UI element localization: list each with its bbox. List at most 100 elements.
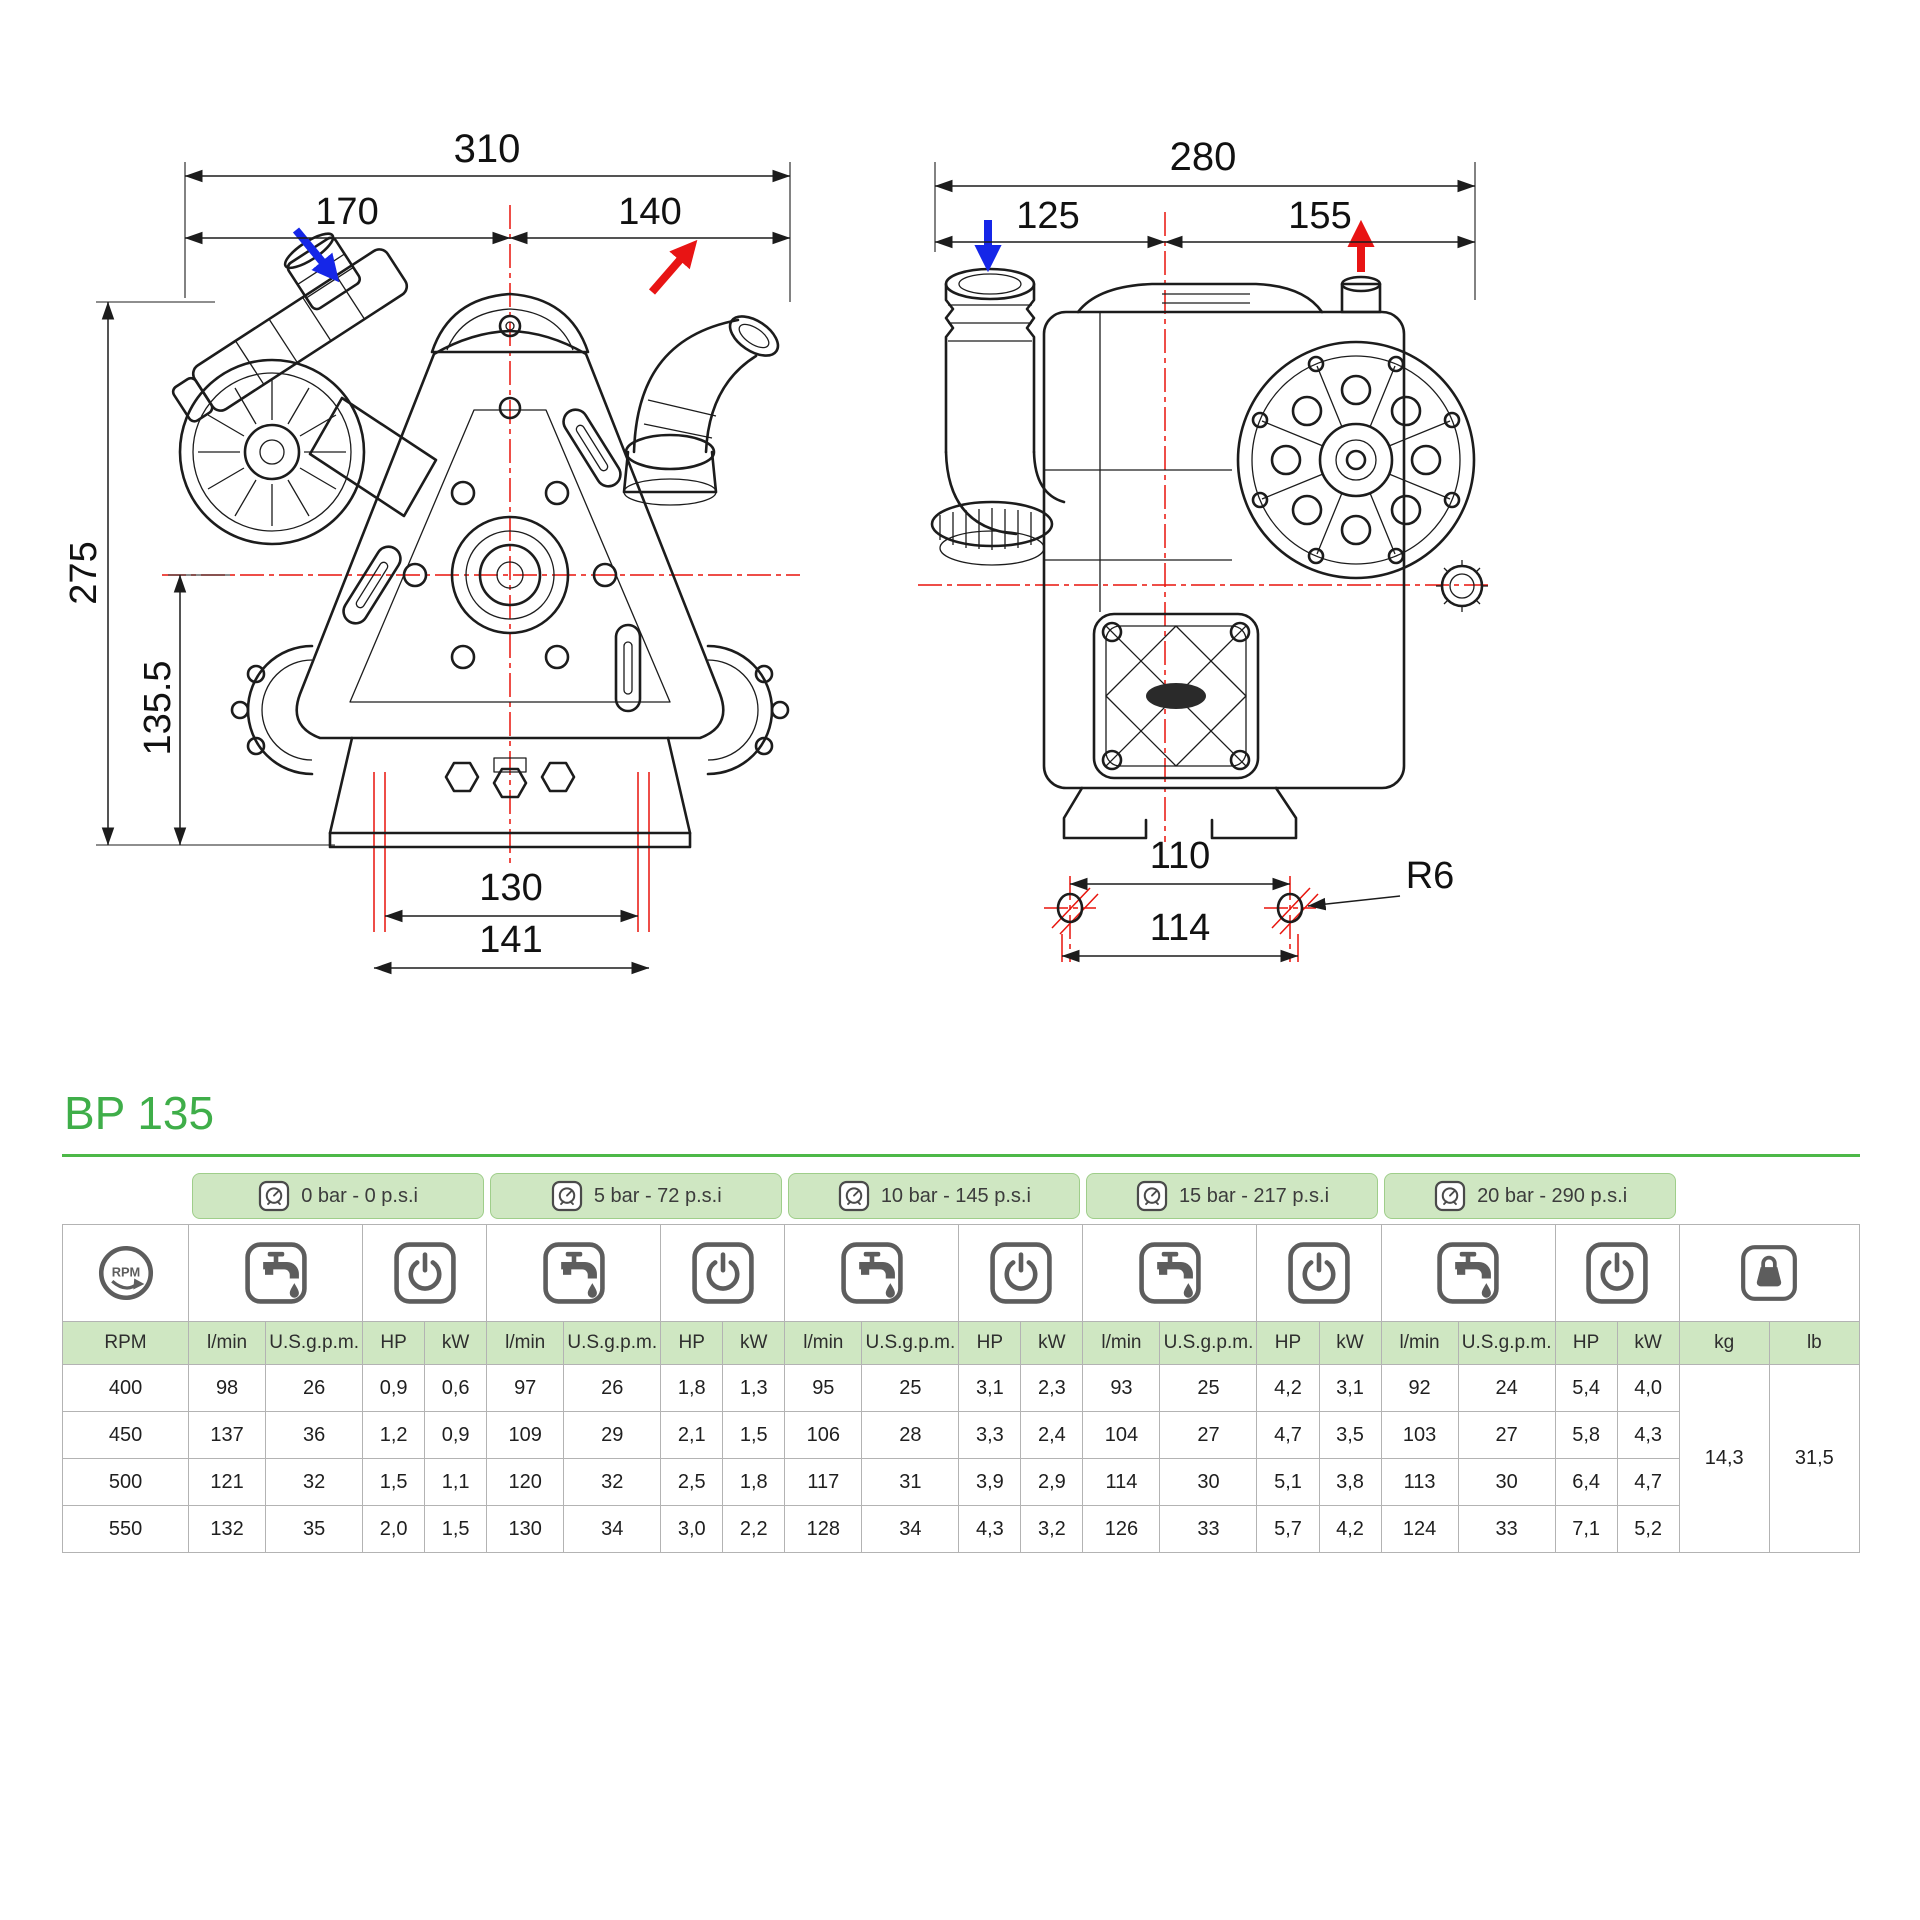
value-cell: 4,3 xyxy=(958,1505,1022,1553)
value-cell: 103 xyxy=(1380,1411,1459,1459)
value-cell: 27 xyxy=(1159,1411,1258,1459)
value-cell: 30 xyxy=(1159,1458,1258,1506)
title-underline xyxy=(62,1154,1860,1157)
value-cell: 24 xyxy=(1457,1364,1556,1412)
dim-side-width-left: 125 xyxy=(1016,195,1079,237)
pressure-header-spacer xyxy=(62,1173,189,1225)
units-header-row: RPM l/min U.S.g.p.m. HP kW l/min U.S.g.p… xyxy=(61,1321,1861,1365)
flow-rate-icon xyxy=(1137,1240,1203,1306)
value-cell: 25 xyxy=(861,1364,960,1412)
dim-front-width-left: 170 xyxy=(315,191,378,233)
value-cell: 1,8 xyxy=(660,1364,724,1412)
col-header-gpm: U.S.g.p.m. xyxy=(1457,1321,1556,1365)
value-cell: 117 xyxy=(784,1458,863,1506)
value-cell: 5,4 xyxy=(1554,1364,1618,1412)
page-title: BP 135 xyxy=(64,1087,215,1139)
pressure-group-4: 20 bar - 290 p.s.i xyxy=(1384,1173,1677,1219)
weight-kg-value: 14,3 xyxy=(1678,1364,1770,1553)
brand-plate xyxy=(1146,683,1206,709)
col-header-kg: kg xyxy=(1678,1321,1770,1365)
col-header-hp: HP xyxy=(1554,1321,1618,1365)
pressure-group-label: 20 bar - 290 p.s.i xyxy=(1477,1184,1628,1207)
weight-lb-value: 31,5 xyxy=(1768,1364,1861,1553)
value-cell: 113 xyxy=(1380,1458,1459,1506)
value-cell: 130 xyxy=(486,1505,565,1553)
pressure-gauge-icon xyxy=(257,1179,291,1213)
value-cell: 3,3 xyxy=(958,1411,1022,1459)
value-cell: 34 xyxy=(861,1505,960,1553)
col-header-lb: lb xyxy=(1768,1321,1861,1365)
side-centerlines xyxy=(918,212,1492,962)
col-header-lmin: l/min xyxy=(486,1321,565,1365)
col-header-hp: HP xyxy=(362,1321,426,1365)
value-cell: 32 xyxy=(563,1458,662,1506)
value-cell: 33 xyxy=(1457,1505,1556,1553)
value-cell: 27 xyxy=(1457,1411,1556,1459)
col-header-hp: HP xyxy=(660,1321,724,1365)
pressure-group-label: 5 bar - 72 p.s.i xyxy=(593,1184,722,1207)
value-cell: 1,2 xyxy=(362,1411,426,1459)
value-cell: 93 xyxy=(1082,1364,1161,1412)
rpm-icon xyxy=(93,1240,159,1306)
front-dimensions: 310 170 140 275 135.5 130 141 xyxy=(63,127,791,975)
value-cell: 3,2 xyxy=(1020,1505,1084,1553)
pressure-group-label: 15 bar - 217 p.s.i xyxy=(1178,1184,1330,1207)
value-cell: 3,8 xyxy=(1318,1458,1382,1506)
value-cell: 0,6 xyxy=(424,1364,488,1412)
dim-front-height-total: 275 xyxy=(63,541,105,604)
front-body-art xyxy=(171,232,790,849)
value-cell: 97 xyxy=(486,1364,565,1412)
value-cell: 120 xyxy=(486,1458,565,1506)
value-cell: 26 xyxy=(265,1364,364,1412)
value-cell: 3,5 xyxy=(1318,1411,1382,1459)
pump-front-view: 310 170 140 275 135.5 130 141 xyxy=(63,127,800,975)
value-cell: 34 xyxy=(563,1505,662,1553)
pressure-group-label: 10 bar - 145 p.s.i xyxy=(880,1184,1031,1207)
value-cell: 128 xyxy=(784,1505,863,1553)
rpm-value: 550 xyxy=(61,1505,190,1553)
power-icon xyxy=(1286,1240,1352,1306)
value-cell: 31 xyxy=(861,1458,960,1506)
value-cell: 124 xyxy=(1380,1505,1459,1553)
col-header-lmin: l/min xyxy=(784,1321,863,1365)
pressure-gauge-icon xyxy=(1433,1179,1467,1213)
table-row: 400 98 26 0,9 0,6 97 26 1,8 1,3 95 25 3,… xyxy=(61,1364,1861,1553)
outlet-arrow xyxy=(648,239,698,295)
technical-drawings: 310 170 140 275 135.5 130 141 xyxy=(63,127,1492,975)
value-cell: 1,3 xyxy=(722,1364,786,1412)
pump-side-view: 280 125 155 110 114 R6 xyxy=(918,135,1492,963)
value-cell: 126 xyxy=(1082,1505,1161,1553)
value-cell: 3,1 xyxy=(1318,1364,1382,1412)
power-icon xyxy=(392,1240,458,1306)
value-cell: 3,1 xyxy=(958,1364,1022,1412)
value-cell: 106 xyxy=(784,1411,863,1459)
value-cell: 33 xyxy=(1159,1505,1258,1553)
dim-side-foot-length: 114 xyxy=(1150,907,1211,949)
rpm-value: 450 xyxy=(61,1411,190,1459)
col-header-hp: HP xyxy=(958,1321,1022,1365)
value-cell: 4,2 xyxy=(1318,1505,1382,1553)
power-icon xyxy=(690,1240,756,1306)
pressure-header-row: 0 bar - 0 p.s.i 5 bar - 72 p.s.i 10 bar … xyxy=(62,1173,1860,1225)
col-header-gpm: U.S.g.p.m. xyxy=(563,1321,662,1365)
value-cell: 95 xyxy=(784,1364,863,1412)
col-header-kw: kW xyxy=(1318,1321,1382,1365)
col-header-kw: kW xyxy=(1616,1321,1680,1365)
side-dimensions: 280 125 155 110 114 R6 xyxy=(934,135,1476,963)
value-cell: 1,1 xyxy=(424,1458,488,1506)
value-cell: 3,0 xyxy=(660,1505,724,1553)
dim-front-width-right: 140 xyxy=(618,191,681,233)
value-cell: 114 xyxy=(1082,1458,1161,1506)
pressure-group-2: 10 bar - 145 p.s.i xyxy=(787,1173,1080,1219)
pressure-gauge-icon xyxy=(837,1179,871,1213)
flow-rate-icon xyxy=(1435,1240,1501,1306)
value-cell: 1,5 xyxy=(424,1505,488,1553)
value-cell: 4,7 xyxy=(1256,1411,1320,1459)
weight-icon xyxy=(1739,1243,1799,1303)
value-cell: 6,4 xyxy=(1554,1458,1618,1506)
value-cell: 2,2 xyxy=(722,1505,786,1553)
dim-front-height-center: 135.5 xyxy=(137,660,179,755)
value-cell: 4,7 xyxy=(1616,1458,1680,1506)
pressure-group-label: 0 bar - 0 p.s.i xyxy=(301,1184,418,1207)
